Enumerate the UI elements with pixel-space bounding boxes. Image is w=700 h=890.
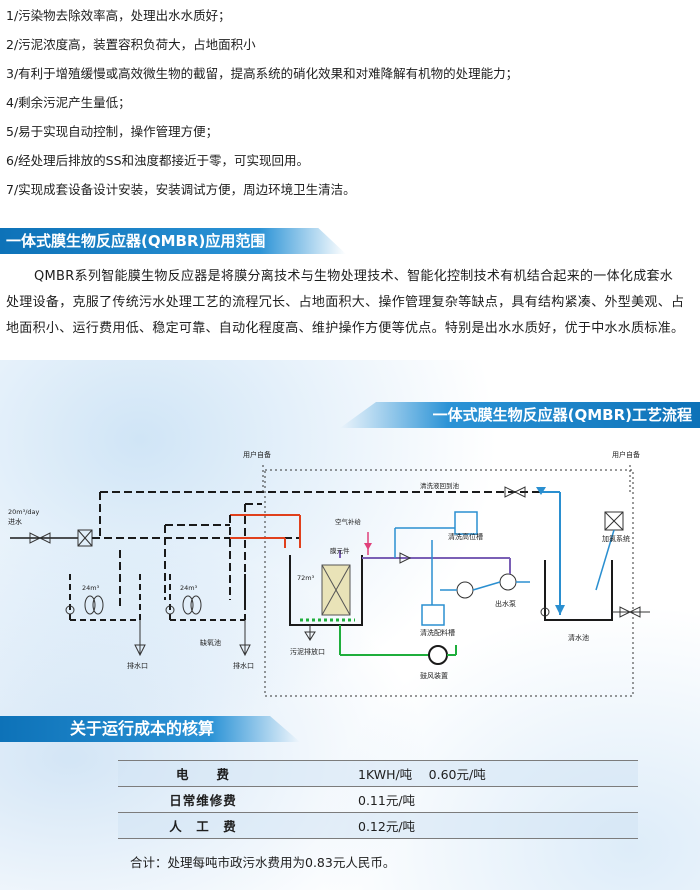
inflow-rate-label: 20m³/day — [8, 508, 40, 516]
table-row: 人 工 费 0.12元/吨 — [118, 812, 638, 839]
cost-item-label: 日常维修费 — [118, 786, 288, 813]
reactor-volume-label: 72m³ — [297, 574, 315, 582]
tank-2-volume-label: 24m³ — [180, 584, 198, 592]
cost-table: 电 费 1KWH/吨 0.60元/吨 日常维修费 0.11元/吨 人 工 费 0… — [118, 760, 638, 839]
cost-total: 合计：处理每吨市政污水费用为0.83元人民币。 — [130, 855, 396, 870]
anoxic-tank-1 — [69, 570, 141, 621]
clear-pool-label: 清水池 — [568, 633, 589, 642]
cost-item-label: 人 工 费 — [118, 812, 288, 839]
cost-item-label: 电 费 — [118, 760, 288, 787]
process-section-title: 一体式膜生物反应器(QMBR)工艺流程 — [340, 402, 700, 428]
chlorine-system-label: 加氯系统 — [602, 534, 630, 543]
feature-item: 6/经处理后排放的SS和浊度都接近于零，可实现回用。 — [6, 153, 310, 168]
feature-item: 7/实现成套设备设计安装，安装调试方便，周边环境卫生清洁。 — [6, 182, 356, 197]
drain-label-2: 排水口 — [233, 661, 254, 670]
inflow-label: 进水 — [8, 517, 22, 526]
outlet-pump-label: 出水泵 — [495, 599, 516, 608]
clean-high-tank-label: 清洗高位槽 — [448, 532, 483, 541]
process-flow-diagram: 用户自备 用户自备 20m³/day 进水 清洗液回到池 空气补给 膜元件 24… — [8, 450, 650, 697]
feature-item: 3/有利于增殖缓慢或高效微生物的截留，提高系统的硝化效果和对难降解有机物的处理能… — [6, 66, 519, 81]
mbr-reactor — [289, 555, 363, 626]
tank-1-volume-label: 24m³ — [82, 584, 100, 592]
cost-item-value: 0.12元/吨 — [288, 812, 638, 839]
feature-item: 2/污泥浓度高，装置容积负荷大，占地面积小 — [6, 37, 256, 52]
user-supplied-label-left: 用户自备 — [243, 450, 271, 459]
table-row: 电 费 1KWH/吨 0.60元/吨 — [118, 760, 638, 787]
cleaning-return-label: 清洗液回到池 — [420, 481, 460, 490]
blower — [428, 645, 448, 665]
cost-item-value: 1KWH/吨 0.60元/吨 — [288, 760, 638, 787]
user-supplied-label-right: 用户自备 — [612, 450, 640, 459]
clean-high-tank — [454, 511, 478, 535]
clean-mix-tank-label: 清洗配料槽 — [420, 628, 455, 637]
cost-item-value: 0.11元/吨 — [288, 786, 638, 813]
application-paragraph: QMBR系列智能膜生物反应器是将膜分离技术与生物处理技术、智能化控制技术有机结合… — [6, 269, 685, 336]
outlet-pump — [499, 573, 517, 591]
anoxic-tank-label: 缺氧池 — [200, 638, 221, 647]
clear-water-pool — [544, 560, 613, 621]
membrane-module-label: 膜元件 — [330, 546, 350, 555]
sludge-outlet-label: 污泥排放口 — [290, 647, 325, 656]
feature-item: 1/污染物去除效率高，处理出水水质好； — [6, 8, 231, 23]
clean-pump — [456, 581, 474, 599]
cost-section-title: 关于运行成本的核算 — [0, 716, 300, 742]
anoxic-tank-2 — [169, 570, 246, 621]
application-section-title: 一体式膜生物反应器(QMBR)应用范围 — [0, 228, 346, 254]
drain-label-1: 排水口 — [127, 661, 148, 670]
clean-mix-tank — [421, 604, 445, 626]
table-row: 日常维修费 0.11元/吨 — [118, 786, 638, 813]
feature-list: 1/污染物去除效率高，处理出水水质好； 2/污泥浓度高，装置容积负荷大，占地面积… — [6, 8, 696, 211]
blower-room-label: 鼓风装置 — [420, 671, 448, 680]
air-intake-label: 空气补给 — [335, 517, 362, 526]
feature-item: 4/剩余污泥产生量低； — [6, 95, 131, 110]
equipment-boundary — [264, 469, 634, 697]
feature-item: 5/易于实现自动控制，操作管理方便； — [6, 124, 219, 139]
